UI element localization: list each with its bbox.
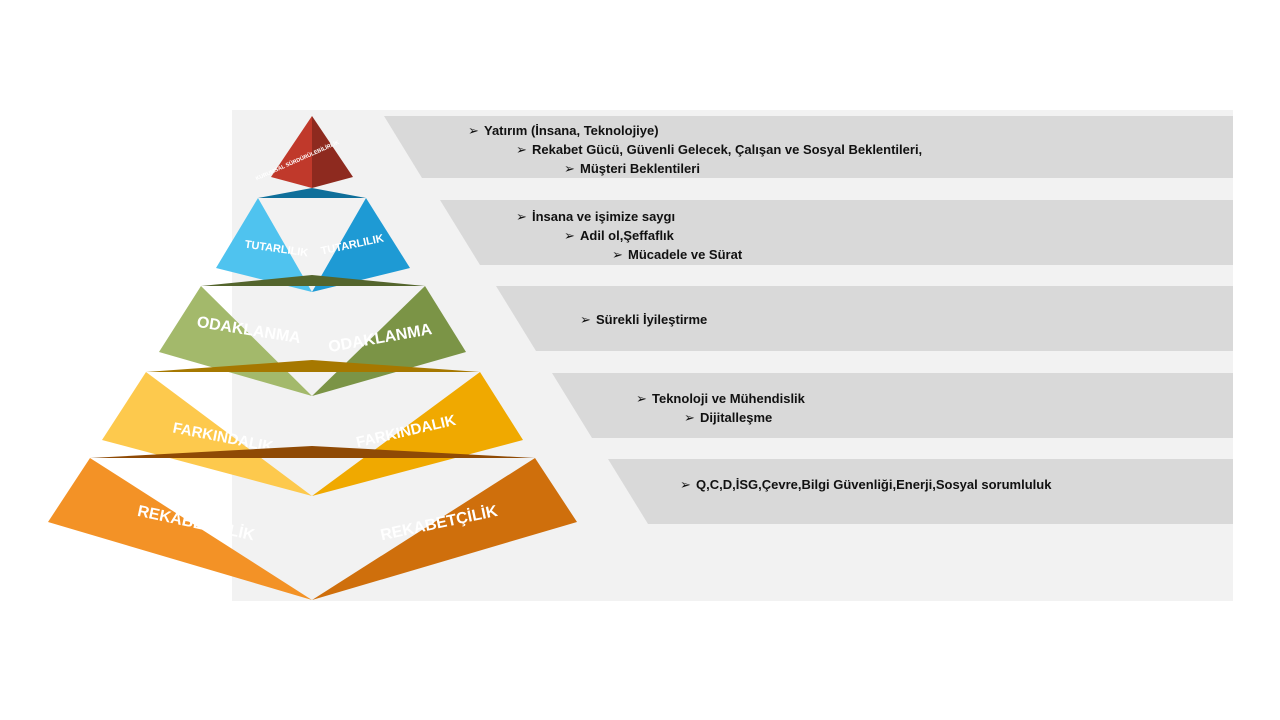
tier-top-face [201, 275, 425, 286]
tier-top-face [90, 446, 535, 458]
band-item: Mücadele ve Sürat [628, 247, 743, 262]
band-3: ➢ Sürekli İyileştirme [496, 286, 1233, 351]
bullet-arrow-icon: ➢ [580, 312, 591, 327]
tier-top-face [146, 360, 480, 372]
band-1: ➢ Yatırım (İnsana, Teknolojiye) ➢ Rekabet G… [384, 116, 1233, 178]
band-shape [440, 200, 1233, 265]
band-shape [552, 373, 1233, 438]
band-item: Teknoloji ve Mühendislik [652, 391, 806, 406]
band-shape [496, 286, 1233, 351]
band-shape [608, 459, 1233, 524]
tier-left-face [48, 458, 312, 600]
band-item: Sürekli İyileştirme [596, 312, 707, 327]
band-item: Q,C,D,İSG,Çevre,Bilgi Güvenliği,Enerji,S… [696, 477, 1052, 492]
tier-left-face [271, 116, 312, 188]
tier-left-face [216, 198, 312, 292]
bullet-arrow-icon: ➢ [612, 247, 623, 262]
band-item: Müşteri Beklentileri [580, 161, 700, 176]
bands-layer: ➢ Yatırım (İnsana, Teknolojiye) ➢ Rekabet G… [384, 116, 1233, 524]
bullet-arrow-icon: ➢ [468, 123, 479, 138]
bullet-arrow-icon: ➢ [516, 142, 527, 157]
bullet-arrow-icon: ➢ [684, 410, 695, 425]
band-item: Yatırım (İnsana, Teknolojiye) [484, 123, 659, 138]
band-shape [384, 116, 1233, 178]
bullet-arrow-icon: ➢ [564, 228, 575, 243]
bullet-arrow-icon: ➢ [564, 161, 575, 176]
band-item: Dijitalleşme [700, 410, 772, 425]
bullet-arrow-icon: ➢ [636, 391, 647, 406]
band-item: İnsana ve işimize saygı [532, 209, 675, 224]
tier-right-face [312, 458, 577, 600]
tier-right-face [312, 198, 410, 292]
tier-top-face [258, 188, 366, 198]
band-item: Rekabet Gücü, Güvenli Gelecek, Çalışan v… [532, 142, 922, 157]
band-2: ➢ İnsana ve işimize saygı ➢ Adil ol,Şeffafl… [440, 200, 1233, 265]
pyramid-tier-apex: KURUMSAL SÜRDÜRÜLEBİLİRLİK [255, 116, 353, 188]
band-5: ➢ Q,C,D,İSG,Çevre,Bilgi Güvenliği,Enerji,… [608, 459, 1233, 524]
tier-right-face [312, 372, 523, 496]
tier-right-face [312, 116, 353, 188]
band-4: ➢ Teknoloji ve Mühendislik ➢ Dijitalleşme [552, 373, 1233, 438]
bullet-arrow-icon: ➢ [516, 209, 527, 224]
band-item: Adil ol,Şeffaflık [580, 228, 675, 243]
bullet-arrow-icon: ➢ [680, 477, 691, 492]
tier-left-face [102, 372, 312, 496]
